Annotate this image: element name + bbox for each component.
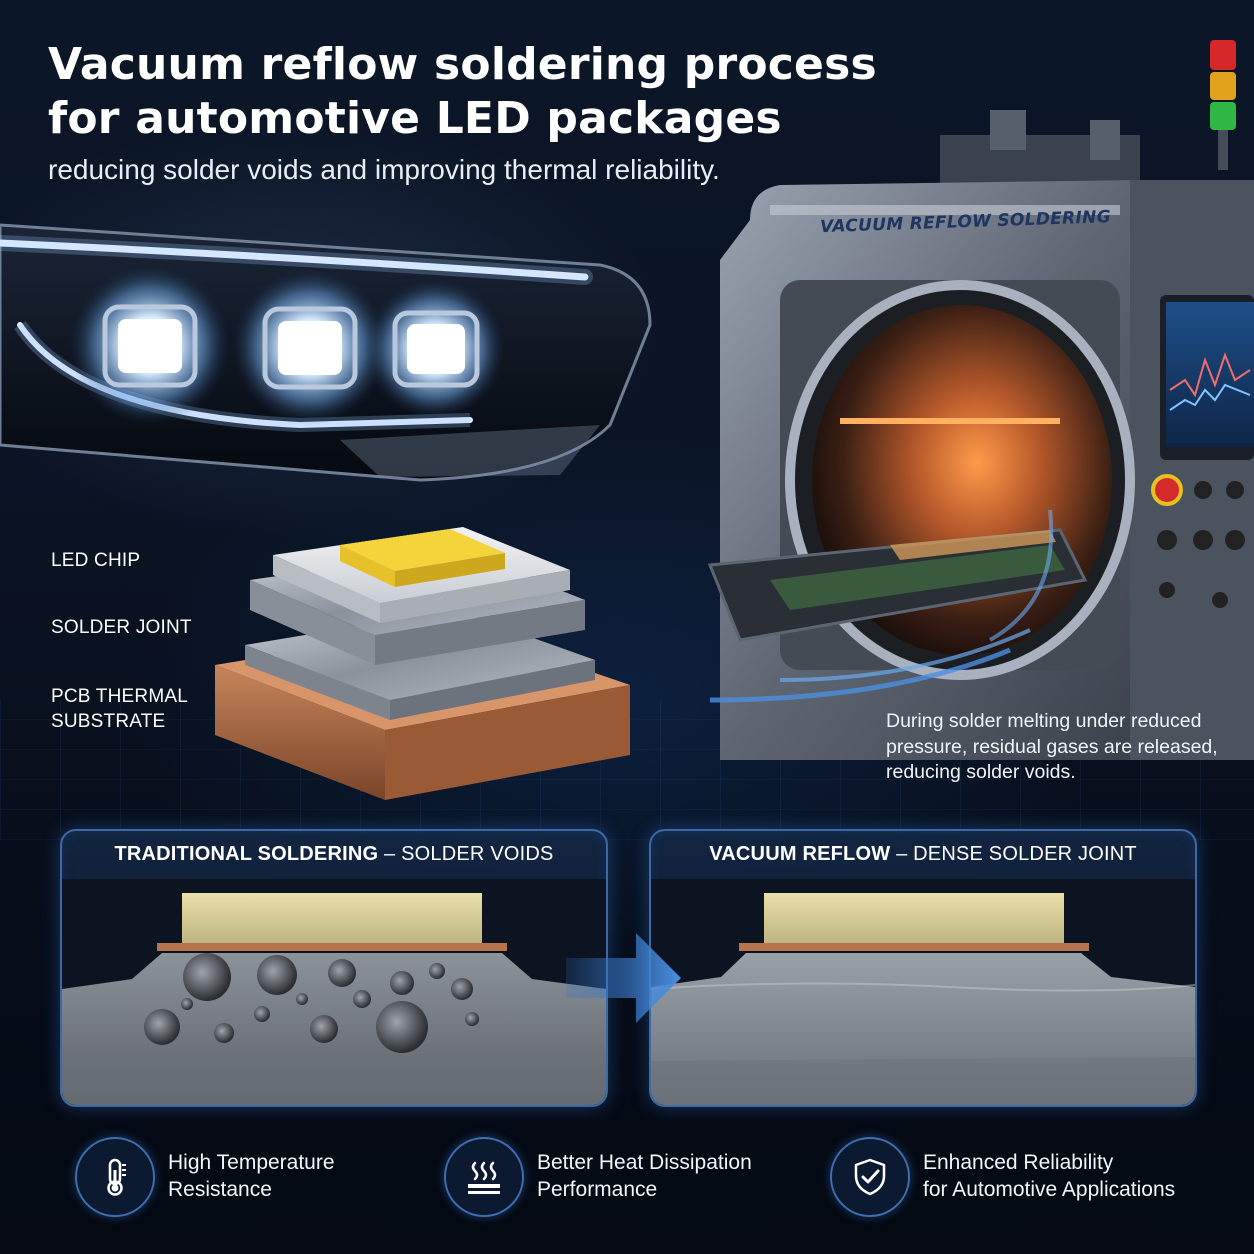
headlight-illustration — [0, 215, 660, 505]
page-subtitle: reducing solder voids and improving ther… — [48, 154, 720, 185]
led-package-stack — [205, 515, 635, 805]
heat-waves-icon — [444, 1137, 524, 1217]
led-module-2 — [232, 269, 388, 425]
process-caption: During solder melting under reduced pres… — [886, 710, 1218, 783]
feature-heat-dissipation: Better Heat Dissipation Performance — [444, 1137, 784, 1217]
void-bubbles — [144, 953, 479, 1053]
transition-arrow-icon — [566, 928, 686, 1028]
label-pcb-line2: SUBSTRATE — [51, 711, 166, 732]
feature-text: High Temperature Resistance — [168, 1151, 335, 1201]
shield-check-icon — [830, 1137, 910, 1217]
vacuum-oven-illustration — [690, 40, 1254, 760]
voided-joint-crosssection — [62, 879, 606, 1105]
label-led-chip: LED CHIP — [51, 550, 141, 571]
oven-graphic — [707, 40, 1254, 760]
label-solder-joint: SOLDER JOINT — [51, 617, 192, 638]
feature-high-temperature: High Temperature Resistance — [75, 1137, 405, 1217]
stack-graphic — [215, 527, 630, 800]
label-pcb-line1: PCB THERMAL — [51, 686, 188, 707]
thermometer-icon — [75, 1137, 155, 1217]
headlight-graphic — [0, 223, 652, 482]
led-module-1 — [70, 265, 230, 425]
led-module-3 — [365, 279, 505, 419]
panel-title-traditional: TRADITIONAL SOLDERING – SOLDER VOIDS — [114, 843, 554, 865]
feature-reliability: Enhanced Reliability for Automotive Appl… — [830, 1137, 1240, 1217]
dense-joint-crosssection — [651, 879, 1195, 1105]
label-pcb-substrate: PCB THERMAL SUBSTRATE — [51, 684, 188, 734]
panel-title-vacuum: VACUUM REFLOW – DENSE SOLDER JOINT — [709, 843, 1137, 865]
led-chip-graphic — [340, 529, 505, 587]
feature-text: Enhanced Reliability for Automotive Appl… — [923, 1151, 1176, 1201]
feature-text: Better Heat Dissipation Performance — [537, 1151, 752, 1201]
comparison-panel-vacuum: VACUUM REFLOW – DENSE SOLDER JOINT — [649, 829, 1197, 1107]
comparison-panel-traditional: TRADITIONAL SOLDERING – SOLDER VOIDS — [60, 829, 608, 1107]
page-title: Vacuum reflow soldering process for auto… — [48, 39, 877, 144]
